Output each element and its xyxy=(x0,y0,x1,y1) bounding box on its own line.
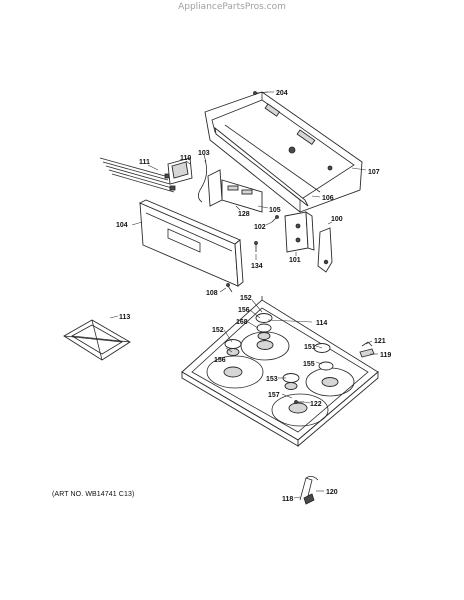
front-control-panel xyxy=(138,199,244,287)
label-168: 168 xyxy=(236,319,248,326)
backsplash-panel xyxy=(204,91,363,213)
bracket-100 xyxy=(317,227,333,273)
label-152-top: 152 xyxy=(240,295,252,302)
label-114: 114 xyxy=(316,320,327,327)
membrane-strip xyxy=(214,126,309,207)
spark-electrode xyxy=(294,400,304,404)
bracket-101 xyxy=(284,211,315,253)
label-121: 121 xyxy=(374,338,386,345)
label-122: 122 xyxy=(310,401,322,408)
label-108: 108 xyxy=(206,290,218,297)
screw-108 xyxy=(226,283,233,293)
label-118: 118 xyxy=(282,496,293,503)
control-board xyxy=(207,169,263,213)
cable-103 xyxy=(198,159,208,203)
screw-204 xyxy=(253,91,269,95)
label-204: 204 xyxy=(276,90,288,97)
leader-lines xyxy=(109,91,378,499)
label-134: 134 xyxy=(251,263,263,270)
label-102: 102 xyxy=(254,224,266,231)
label-111: 111 xyxy=(139,159,150,166)
label-110: 110 xyxy=(180,155,191,162)
label-104: 104 xyxy=(116,222,128,229)
label-152-left: 152 xyxy=(212,327,224,334)
cooktop xyxy=(181,296,379,447)
label-153: 153 xyxy=(266,376,278,383)
wire-harness xyxy=(99,157,176,193)
label-128: 128 xyxy=(238,211,250,218)
label-100: 100 xyxy=(331,216,343,223)
label-107: 107 xyxy=(368,169,380,176)
screw-134 xyxy=(254,241,258,252)
label-101: 101 xyxy=(289,257,301,264)
label-151: 151 xyxy=(304,344,316,351)
label-103: 103 xyxy=(198,150,210,157)
igniter-clips xyxy=(359,341,375,358)
label-106: 106 xyxy=(322,195,334,202)
label-156-top: 156 xyxy=(238,307,250,314)
art-number: (ART NO. WB14741 C13) xyxy=(52,491,135,498)
label-120: 120 xyxy=(326,489,338,496)
screw-102 xyxy=(271,215,279,223)
label-155: 155 xyxy=(303,361,315,368)
watermark: AppliancePartsPros.com xyxy=(178,2,286,12)
label-156-left: 156 xyxy=(214,357,226,364)
bracket-110 xyxy=(167,157,193,185)
burner-grate xyxy=(63,319,131,361)
label-157: 157 xyxy=(268,392,280,399)
label-105: 105 xyxy=(269,207,281,214)
label-113: 113 xyxy=(119,314,130,321)
hinge-bracket xyxy=(299,476,319,505)
label-119: 119 xyxy=(380,352,391,359)
part-labels: 204 107 111 110 103 128 105 106 104 102 … xyxy=(116,90,391,503)
